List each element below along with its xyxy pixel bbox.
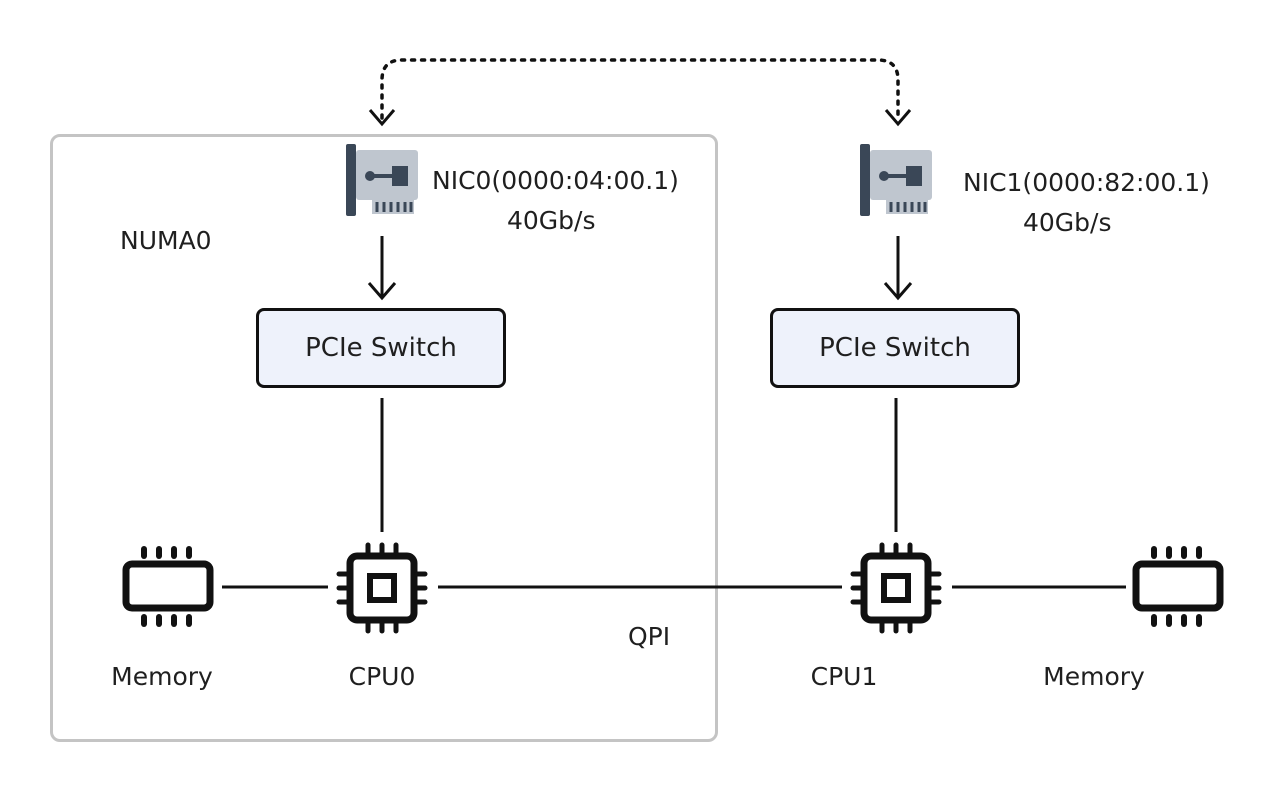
nic0-card-icon (346, 144, 418, 216)
numa0-label: NUMA0 (120, 226, 212, 255)
nic0-link-arrowhead (368, 109, 396, 127)
memory0-module-icon (122, 546, 214, 627)
nic1-card-icon (860, 144, 932, 216)
cpu1-label: CPU1 (810, 662, 878, 691)
nic-link-dotted (380, 58, 900, 120)
nic0-name: NIC0(0000:04:00.1) (432, 166, 679, 195)
cpu0-chip-icon (336, 542, 428, 634)
memory1-module-icon (1132, 546, 1224, 627)
pcie-switch-1: PCIe Switch (770, 308, 1020, 388)
cpu1-chip-icon (850, 542, 942, 634)
pcie-switch-0-label: PCIe Switch (305, 333, 457, 363)
nic0-speed: 40Gb/s (507, 206, 596, 235)
pcie-switch-0: PCIe Switch (256, 308, 506, 388)
nic1-name: NIC1(0000:82:00.1) (963, 168, 1210, 197)
qpi-label: QPI (628, 622, 671, 651)
nic1-speed: 40Gb/s (1023, 208, 1112, 237)
numa0-region (50, 134, 718, 742)
memory1-label: Memory (1043, 662, 1145, 691)
pcie-switch-1-label: PCIe Switch (819, 333, 971, 363)
nic1-link-arrowhead (884, 109, 912, 127)
cpu0-label: CPU0 (348, 662, 416, 691)
memory0-label: Memory (111, 662, 213, 691)
